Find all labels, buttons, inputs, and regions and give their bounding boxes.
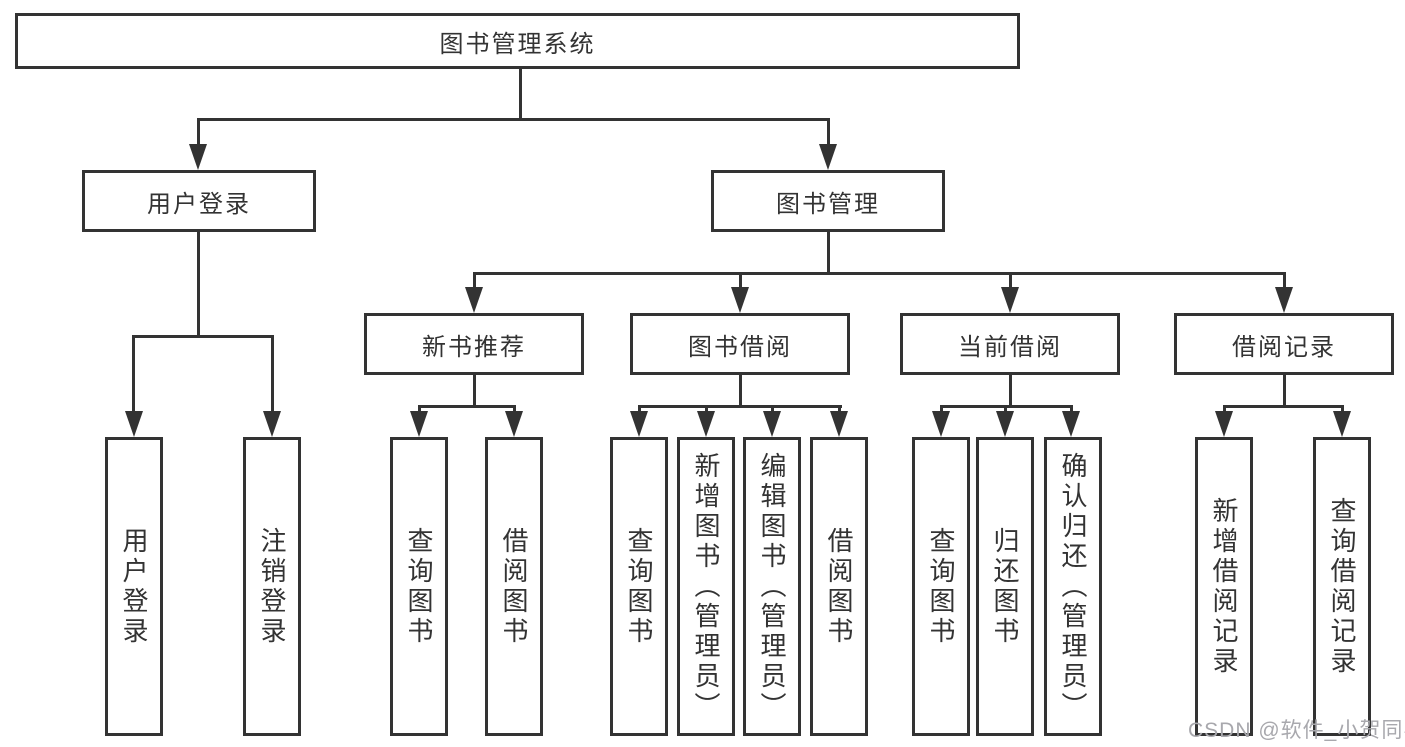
connector-line (827, 232, 830, 275)
leaf-query-books-current: 查询图书 (912, 437, 970, 736)
connector-line (473, 375, 476, 408)
connector-line (197, 232, 200, 338)
connector-line (197, 118, 200, 146)
node-current-borrowing: 当前借阅 (900, 313, 1120, 375)
connector-line (418, 405, 516, 408)
leaf-query-books-borrowing: 查询图书 (610, 437, 668, 736)
connector-line (638, 405, 641, 415)
arrow-down-icon (830, 411, 848, 437)
connector-line (771, 405, 774, 415)
arrow-down-icon (125, 411, 143, 437)
connector-line (271, 335, 274, 413)
connector-line (519, 69, 522, 121)
node-user-login: 用户登录 (82, 170, 316, 232)
connector-line (1283, 272, 1286, 290)
arrow-down-icon (763, 411, 781, 437)
connector-line (739, 375, 742, 408)
leaf-query-books-recommend: 查询图书 (390, 437, 448, 736)
leaf-user-login: 用户登录 (105, 437, 163, 736)
arrow-down-icon (1001, 287, 1019, 313)
arrow-down-icon (505, 411, 523, 437)
connector-line (132, 335, 135, 413)
node-new-book-recommendation: 新书推荐 (364, 313, 584, 375)
connector-line (705, 405, 708, 415)
arrow-down-icon (263, 411, 281, 437)
connector-line (418, 405, 421, 415)
arrow-down-icon (932, 411, 950, 437)
arrow-down-icon (996, 411, 1014, 437)
connector-line (940, 405, 943, 415)
node-book-borrowing: 图书借阅 (630, 313, 850, 375)
connector-line (1223, 405, 1226, 415)
arrow-down-icon (465, 287, 483, 313)
connector-line (638, 405, 842, 408)
node-borrowing-records: 借阅记录 (1174, 313, 1394, 375)
arrow-down-icon (1275, 287, 1293, 313)
arrow-down-icon (630, 411, 648, 437)
connector-line (827, 118, 830, 146)
arrow-down-icon (697, 411, 715, 437)
connector-line (1009, 375, 1012, 408)
leaf-add-books-admin: 新增图书（管理员） (677, 437, 735, 736)
arrow-down-icon (1333, 411, 1351, 437)
leaf-add-borrow-record: 新增借阅记录 (1195, 437, 1253, 736)
leaf-borrow-books-recommend: 借阅图书 (485, 437, 543, 736)
leaf-logout: 注销登录 (243, 437, 301, 736)
arrow-down-icon (189, 144, 207, 170)
leaf-query-borrow-record: 查询借阅记录 (1313, 437, 1371, 736)
connector-line (132, 335, 274, 338)
arrow-down-icon (1215, 411, 1233, 437)
connector-line (197, 118, 830, 121)
node-book-management: 图书管理 (711, 170, 945, 232)
connector-line (1341, 405, 1344, 415)
leaf-return-books: 归还图书 (976, 437, 1034, 736)
connector-line (739, 272, 742, 290)
connector-line (1009, 272, 1012, 290)
connector-line (838, 405, 841, 415)
leaf-borrow-books: 借阅图书 (810, 437, 868, 736)
leaf-confirm-return-admin: 确认归还（管理员） (1044, 437, 1102, 736)
connector-line (473, 272, 1286, 275)
connector-line (1283, 375, 1286, 408)
arrow-down-icon (731, 287, 749, 313)
connector-line (1223, 405, 1344, 408)
connector-line (1070, 405, 1073, 415)
connector-line (1004, 405, 1007, 415)
node-library-management-system: 图书管理系统 (15, 13, 1020, 69)
connector-line (513, 405, 516, 415)
leaf-edit-books-admin: 编辑图书（管理员） (743, 437, 801, 736)
csdn-watermark: CSDN @软件_小贺同学 (1188, 719, 1405, 742)
arrow-down-icon (1062, 411, 1080, 437)
arrow-down-icon (410, 411, 428, 437)
connector-line (473, 272, 476, 290)
arrow-down-icon (819, 144, 837, 170)
